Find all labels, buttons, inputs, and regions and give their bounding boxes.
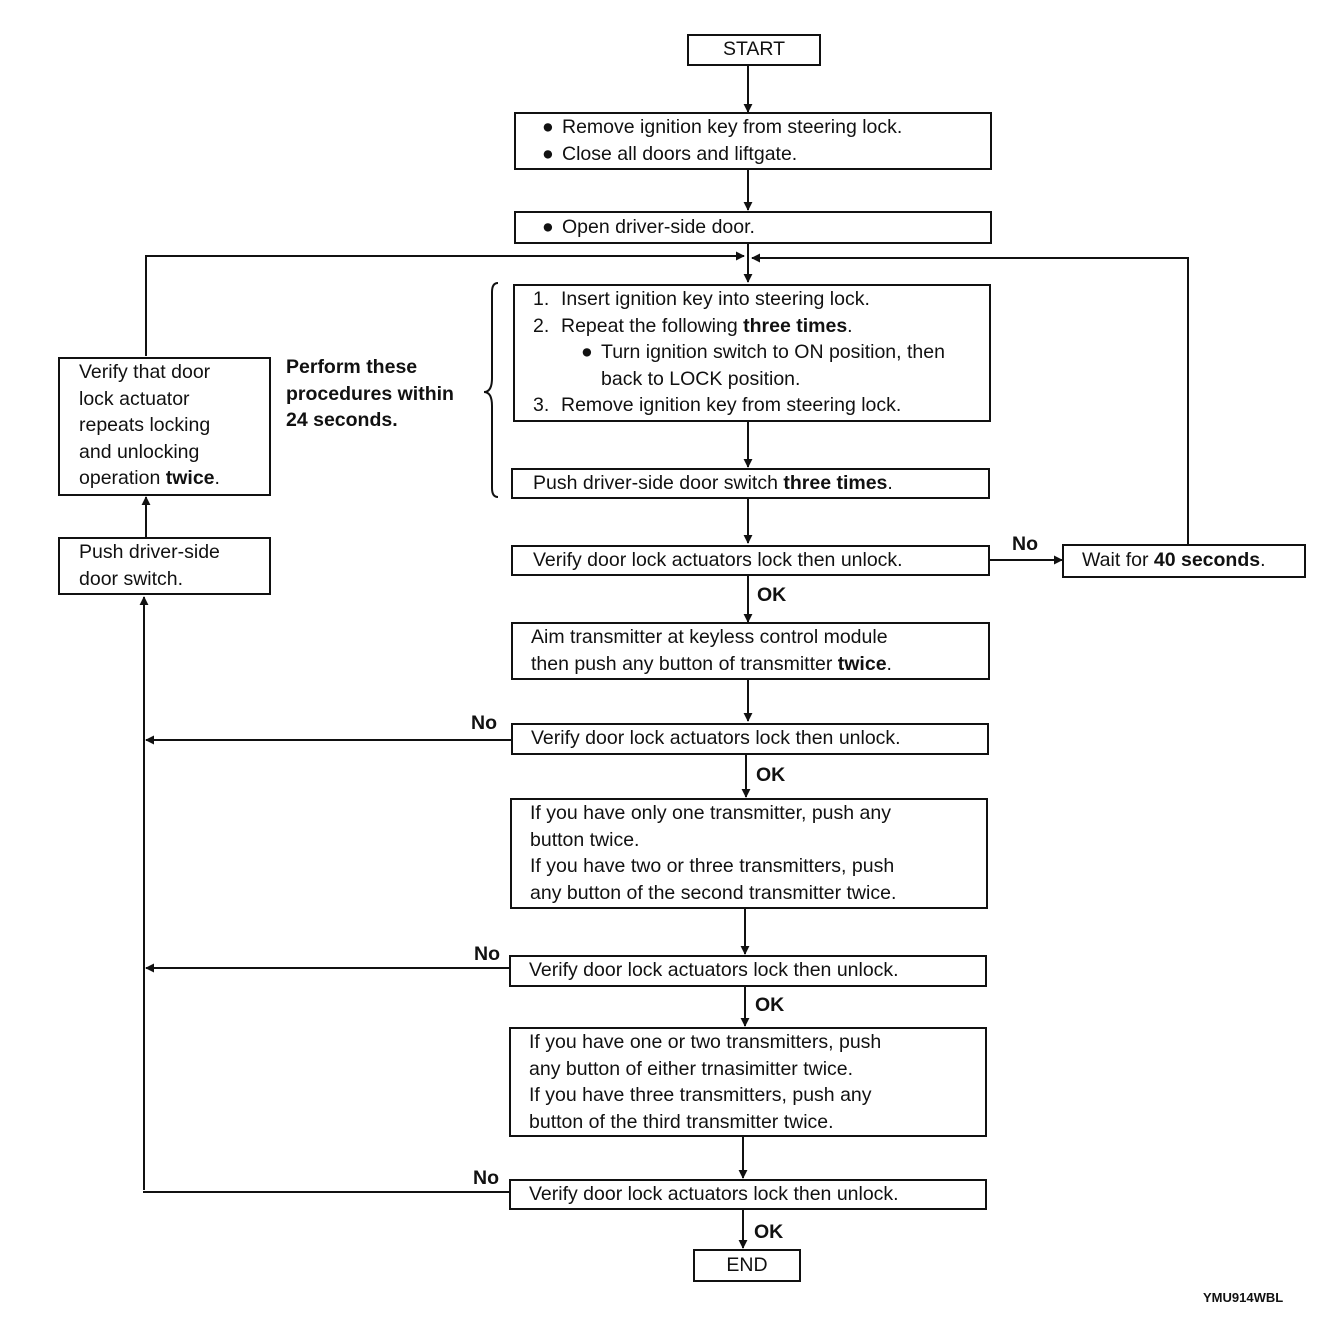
step-push-driver-door-switch: Push driver-side door switch. (58, 537, 271, 595)
loop-left-verify-to-step3 (145, 251, 745, 356)
label-ok-2: OK (756, 764, 786, 786)
decision-verify-lock-unlock-4: Verify door lock actuators lock then unl… (509, 1179, 987, 1210)
label-ok-3: OK (755, 994, 785, 1016)
label-no-4: No (473, 1167, 499, 1189)
bullet-icon: ● (542, 116, 554, 138)
decision-verify-lock-unlock-3: Verify door lock actuators lock then unl… (509, 955, 987, 987)
step-verify-actuator-twice: Verify that door lock actuator repeats l… (58, 357, 271, 496)
step-open-driver-door: ●Open driver-side door. (514, 211, 992, 244)
label-no-2: No (471, 712, 497, 734)
end-terminal: END (693, 1249, 801, 1282)
loop-wait-to-step3 (751, 253, 1189, 544)
label-no-wait: No (1012, 533, 1038, 555)
brace-timed-procedures (483, 282, 499, 498)
step-aim-transmitter: Aim transmitter at keyless control modul… (511, 622, 990, 680)
label-ok-1: OK (757, 584, 787, 606)
step-ignition-sequence: 1.Insert ignition key into steering lock… (513, 284, 991, 422)
step-remove-key-close-doors: ●Remove ignition key from steering lock.… (514, 112, 992, 170)
label-ok-4: OK (754, 1221, 784, 1243)
step-wait-40-seconds: Wait for 40 seconds. (1062, 544, 1306, 578)
time-limit-note: Perform these procedures within 24 secon… (286, 356, 454, 431)
step-push-door-switch-three-times: Push driver-side door switch three times… (511, 468, 990, 499)
decision-verify-lock-unlock-2: Verify door lock actuators lock then unl… (511, 723, 989, 755)
step-second-transmitter: If you have only one transmitter, push a… (510, 798, 988, 909)
bullet-icon: ● (581, 341, 593, 363)
decision-verify-lock-unlock-1: Verify door lock actuators lock then unl… (511, 545, 990, 576)
step-third-transmitter: If you have one or two transmitters, pus… (509, 1027, 987, 1137)
label-no-3: No (474, 943, 500, 965)
bullet-icon: ● (542, 142, 554, 165)
bullet-icon: ● (542, 216, 554, 238)
figure-code: YMU914WBL (1203, 1290, 1284, 1305)
start-terminal: START (687, 34, 821, 66)
